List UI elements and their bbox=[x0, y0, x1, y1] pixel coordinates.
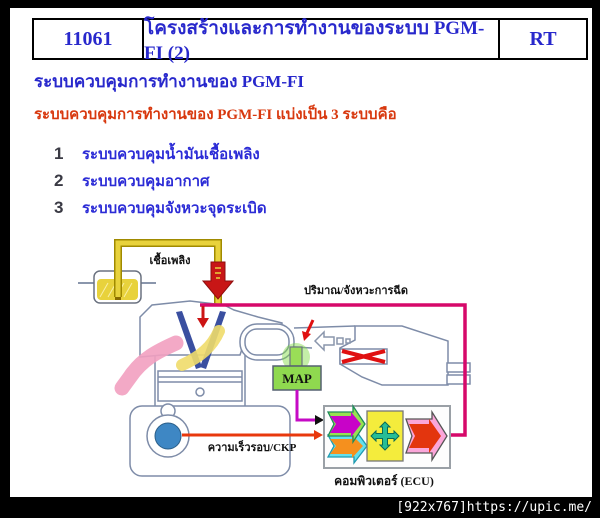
ecu-label: คอมพิวเตอร์ (ECU) bbox=[334, 474, 434, 488]
list-item-label: ระบบควบคุมอากาศ bbox=[82, 174, 210, 190]
header-code-cell: 11061 bbox=[34, 20, 144, 58]
main-heading: ระบบควบคุมการทำงานของ PGM-FI bbox=[34, 72, 305, 91]
control-systems-list: 1 ระบบควบคุมน้ำมันเชื้อเพลิง 2 ระบบควบคุ… bbox=[54, 142, 267, 223]
list-item-number: 2 bbox=[54, 171, 64, 190]
list-item: 1 ระบบควบคุมน้ำมันเชื้อเพลิง bbox=[54, 142, 267, 169]
fuel-spray-flow bbox=[176, 325, 225, 371]
airflow-arrow-icon bbox=[313, 330, 351, 352]
list-item-label: ระบบควบคุมจังหวะจุดระเบิด bbox=[82, 201, 267, 217]
header-title-cell: โครงสร้างและการทำงานของระบบ PGM-FI (2) bbox=[144, 18, 500, 64]
injection-command-line bbox=[200, 303, 467, 437]
ecu-input-arrows-icon bbox=[326, 403, 368, 465]
injector-signal-arrow-icon bbox=[197, 306, 209, 328]
map-signal-arrowhead bbox=[315, 415, 324, 425]
pressure-signal-arrow-icon bbox=[302, 319, 315, 341]
list-item-number: 3 bbox=[54, 198, 64, 217]
map-port-stem bbox=[289, 346, 303, 367]
slide-content-area: 11061 โครงสร้างและการทำงานของระบบ PGM-FI… bbox=[10, 8, 592, 497]
header-table: 11061 โครงสร้างและการทำงานของระบบ PGM-FI… bbox=[32, 18, 588, 64]
list-item-label: ระบบควบคุมน้ำมันเชื้อเพลิง bbox=[82, 147, 260, 163]
ckp-signal-arrowhead bbox=[314, 430, 323, 440]
map-signal-line bbox=[295, 390, 316, 422]
list-item: 3 ระบบควบคุมจังหวะจุดระเบิด bbox=[54, 196, 267, 223]
credit-text: [922x767]https://upic.me/ bbox=[396, 500, 592, 515]
throttle-valve-icon bbox=[341, 349, 386, 364]
ecu-output-arrow-icon bbox=[405, 409, 448, 463]
ckp-sensor-dot bbox=[154, 422, 182, 450]
exhaust-flow bbox=[114, 335, 184, 396]
injection-down-arrow-icon bbox=[201, 261, 235, 300]
injection-label: ปริมาณ/จังหวะการฉีด bbox=[304, 284, 408, 297]
intake-air-system bbox=[239, 323, 471, 386]
credit-bar: [922x767]https://upic.me/ bbox=[0, 497, 600, 518]
map-label: MAP bbox=[282, 371, 312, 386]
ecu-cross-arrows-icon bbox=[370, 421, 400, 451]
map-sensor-box bbox=[272, 365, 322, 391]
ckp-label: ความเร็วรอบ/CKP bbox=[208, 440, 297, 454]
sub-heading: ระบบควบคุมการทำงานของ PGM-FI แบ่งเป็น 3 … bbox=[34, 107, 397, 123]
list-item: 2 ระบบควบคุมอากาศ bbox=[54, 169, 267, 196]
fuel-label: เชื้อเพลิง bbox=[150, 252, 191, 267]
pgmfi-system-diagram: เชื้อเพลิง bbox=[78, 239, 471, 488]
list-item-number: 1 bbox=[54, 144, 64, 163]
header-tag-cell: RT bbox=[529, 27, 557, 50]
